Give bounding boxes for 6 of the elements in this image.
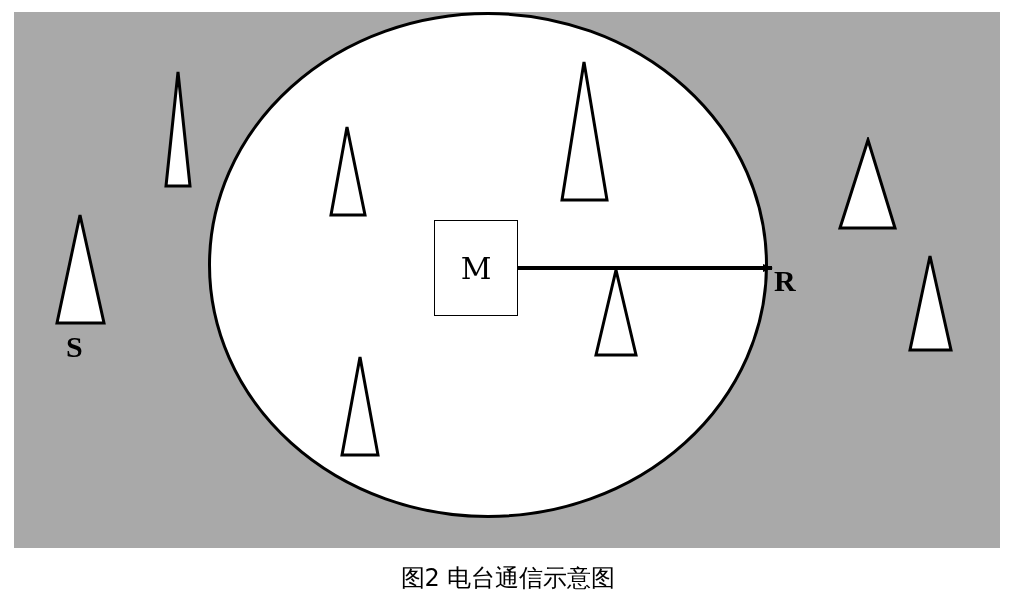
station-box: M [434, 220, 518, 316]
node-label: R [774, 266, 804, 298]
station-label: S [66, 332, 83, 362]
range-ellipse [208, 12, 768, 518]
caption: 图2 电台通信示意图 [399, 563, 617, 594]
arrow [518, 264, 773, 272]
